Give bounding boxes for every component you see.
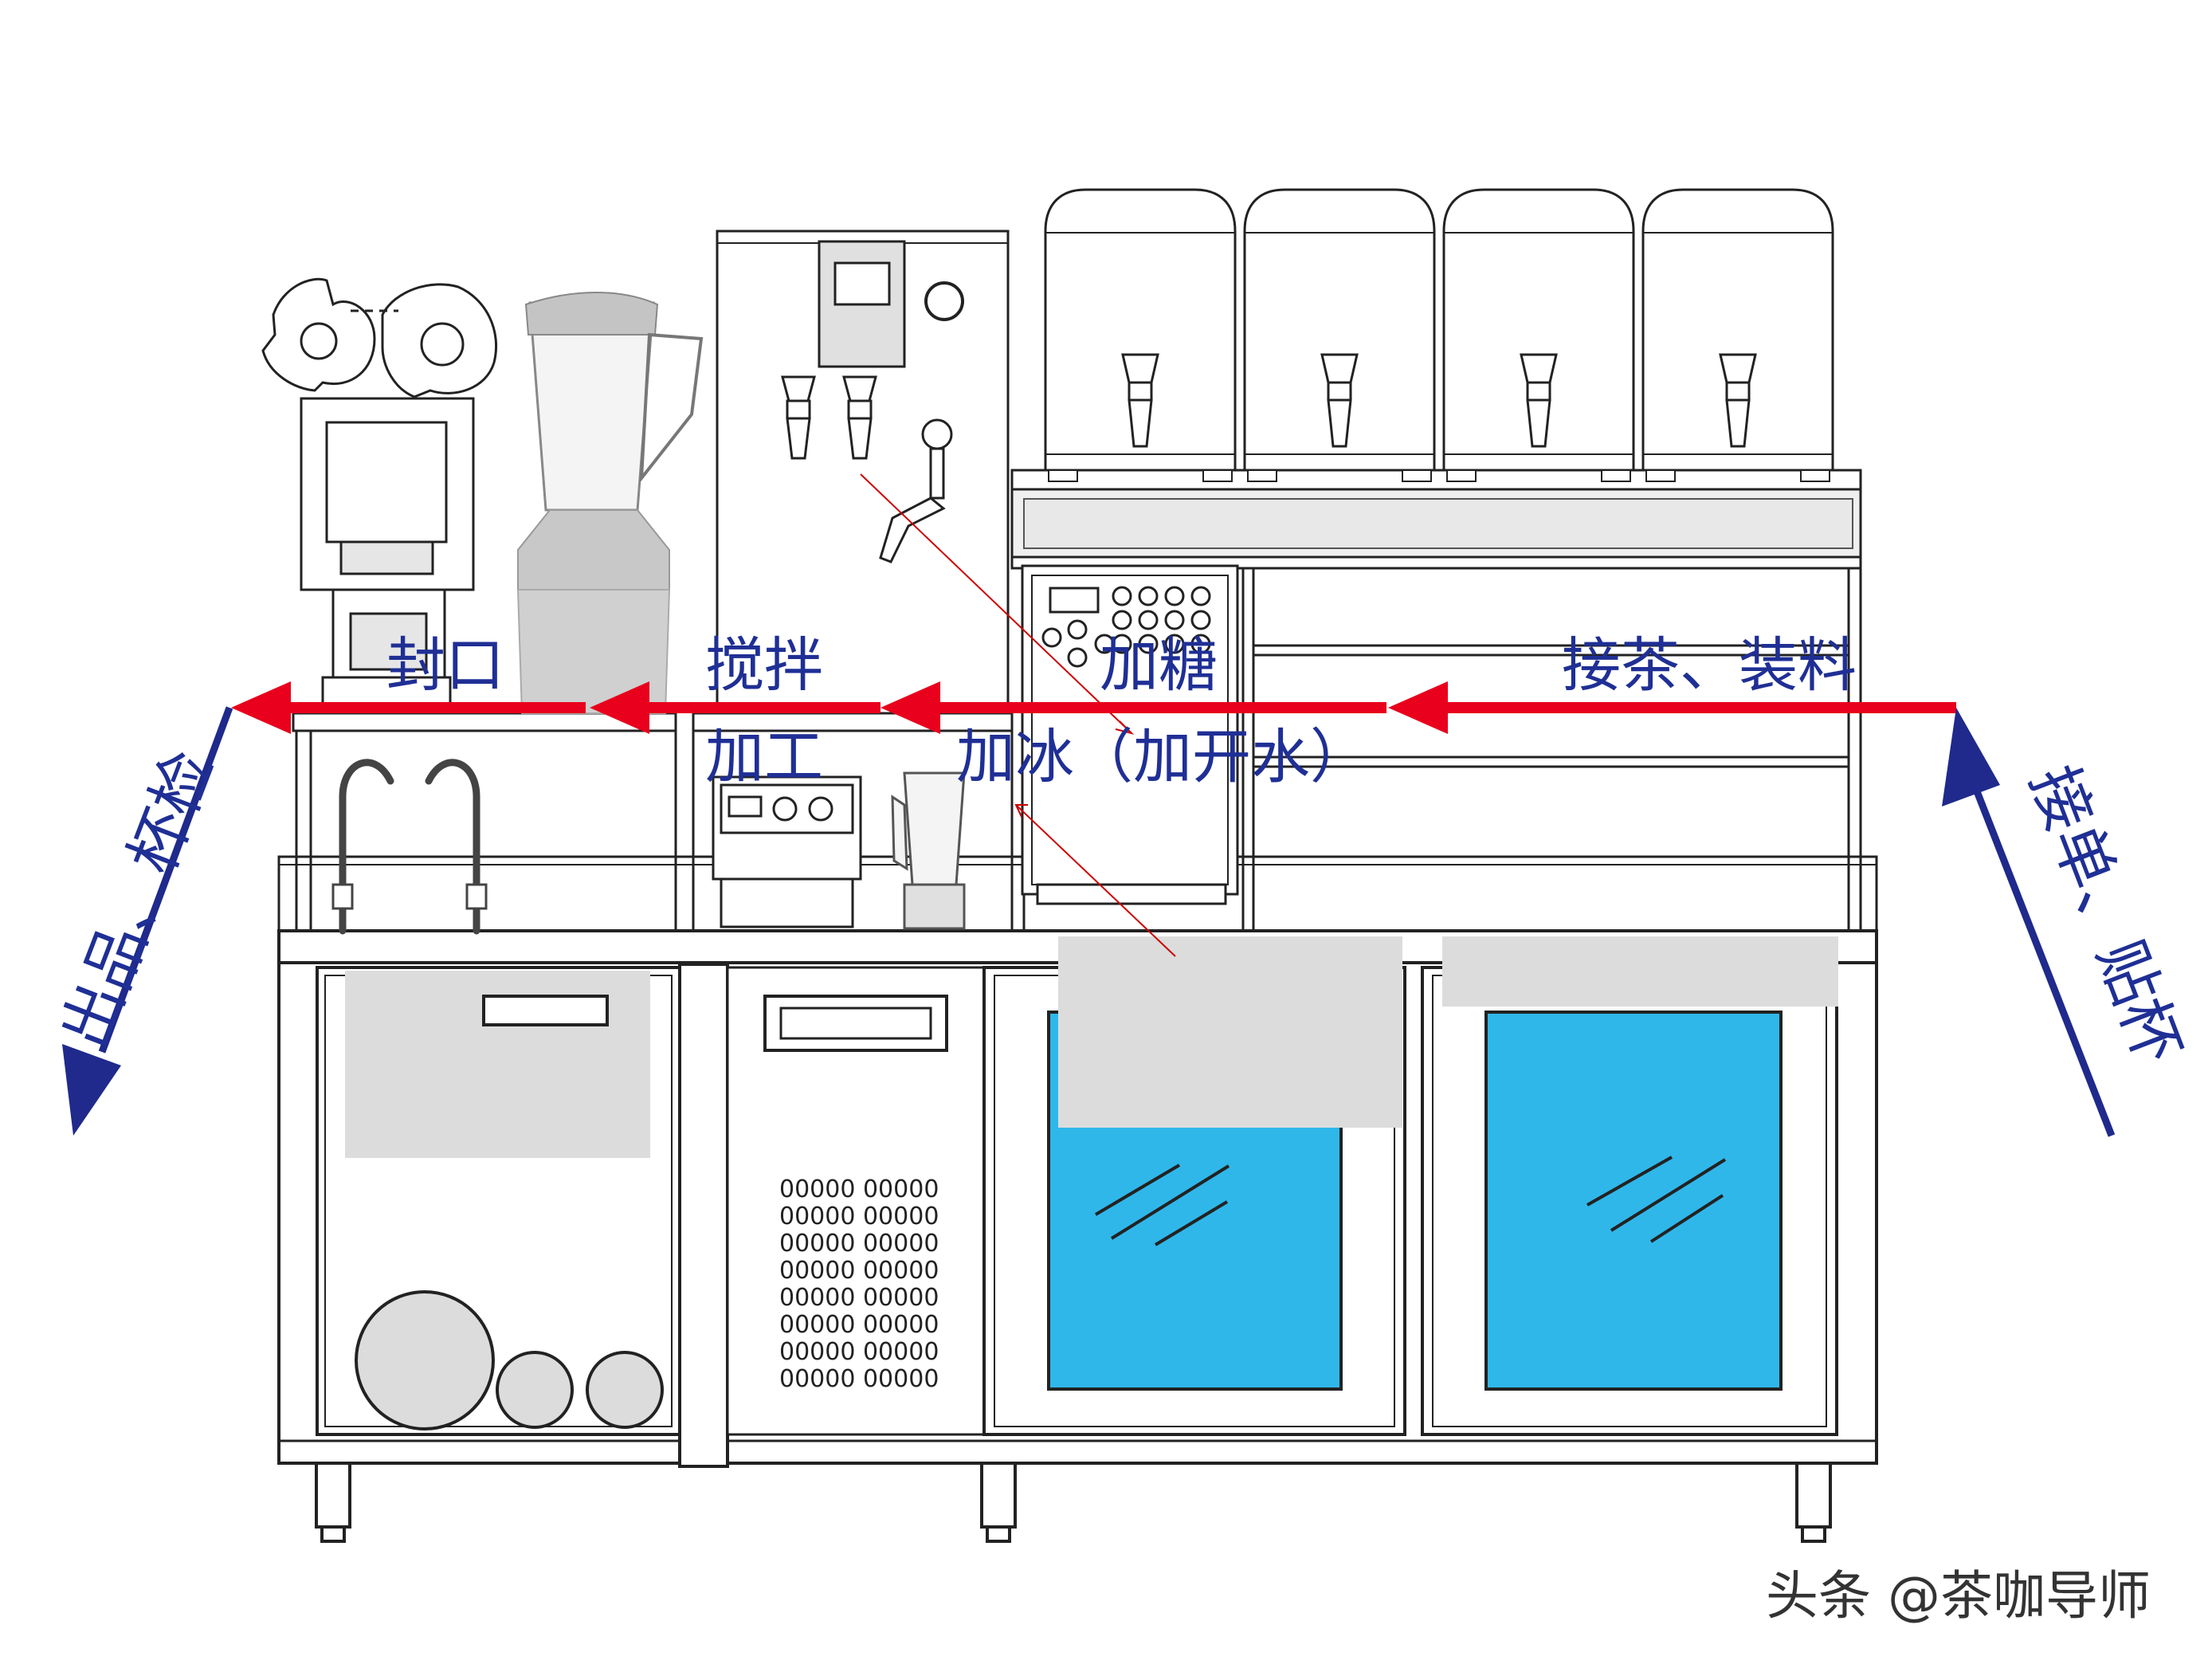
blender-icon — [516, 292, 704, 714]
side-arrow-receive — [1942, 708, 2116, 1137]
fridge-door-icon — [982, 936, 1406, 1436]
label-tea: 接茶、装料 — [1562, 631, 1857, 700]
flow-arrows — [231, 681, 1956, 734]
upper-shelf — [292, 469, 1862, 931]
label-blend-1: 搅拌 — [705, 631, 823, 700]
label-receive: 接单、贴杯 — [2016, 757, 2194, 1073]
faucet-icon — [331, 883, 488, 910]
shaker-machine-icon — [712, 775, 862, 928]
watermark: 头条 @茶咖导师 — [1766, 1565, 2151, 1627]
vent-row: 00000 00000 — [779, 1203, 939, 1230]
faucet-icon — [339, 759, 480, 935]
flow-arrow-tea — [1430, 702, 1956, 713]
cup-sealer-icon — [261, 277, 498, 715]
fridge-door-icon — [1421, 936, 1838, 1436]
label-ice: 加冰（加开水） — [956, 723, 1369, 791]
pointer-lines — [860, 473, 1176, 957]
label-output: 出品、杯检 — [49, 741, 228, 1057]
vent-row: 00000 00000 — [779, 1338, 939, 1366]
vent-row: 00000 00000 — [779, 1365, 939, 1393]
tea-bucket-icon — [1044, 188, 1834, 482]
label-sugar: 加糖 — [1100, 631, 1218, 700]
vent-row: 00000 00000 — [779, 1175, 939, 1203]
vent-row: 00000 00000 — [779, 1284, 939, 1312]
label-seal: 封口 — [386, 631, 504, 700]
flow-arrow-blend — [629, 702, 880, 713]
vent-row: 00000 00000 — [779, 1257, 939, 1285]
fructose-machine-icon — [1021, 564, 1239, 905]
ice-cup-icon — [891, 771, 966, 930]
vent-row: 00000 00000 — [779, 1311, 939, 1339]
water-dispenser-icon — [716, 230, 1010, 715]
flow-arrow-seal — [263, 702, 586, 713]
side-arrow-output — [62, 706, 233, 1136]
label-blend-2: 加工 — [705, 723, 823, 791]
flow-arrow-sugar — [924, 702, 1386, 713]
vent-row: 00000 00000 — [779, 1230, 939, 1258]
freezer-icon — [316, 963, 729, 1468]
